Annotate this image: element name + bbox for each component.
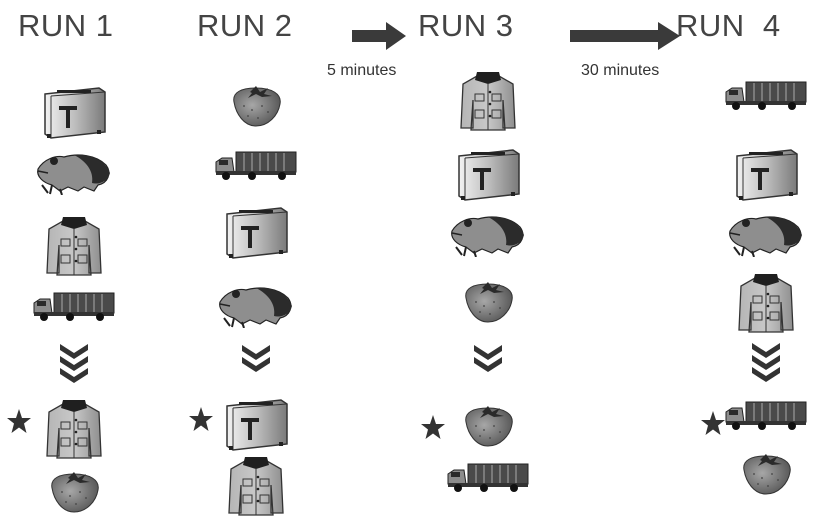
run-4-repeat-chevrons bbox=[750, 343, 782, 385]
strawberry-icon bbox=[460, 280, 516, 324]
star-icon bbox=[188, 406, 214, 432]
truck-icon bbox=[724, 400, 808, 432]
jacket-icon bbox=[45, 215, 103, 277]
run-4-item-2 bbox=[731, 146, 801, 202]
run-3-starred-item bbox=[460, 404, 516, 448]
run-1-item-1 bbox=[39, 84, 109, 140]
run-4-item-4 bbox=[737, 272, 795, 334]
truck-icon bbox=[446, 462, 530, 494]
right-arrow-icon bbox=[352, 22, 407, 50]
run-3-repeat-chevrons bbox=[472, 345, 504, 375]
toaster-icon bbox=[221, 396, 291, 452]
jacket-icon bbox=[45, 398, 103, 460]
toaster-icon bbox=[221, 204, 291, 260]
run-1-repeat-chevrons bbox=[58, 344, 90, 386]
star-icon bbox=[420, 414, 446, 440]
toaster-icon bbox=[453, 146, 523, 202]
run-2-after-item bbox=[227, 455, 285, 517]
run-4-starred-item bbox=[724, 400, 808, 432]
run-4-item-3 bbox=[726, 209, 806, 257]
strawberry-icon bbox=[460, 404, 516, 448]
strawberry-icon bbox=[46, 470, 102, 514]
run-2-item-4 bbox=[216, 280, 296, 328]
star-icon bbox=[6, 408, 32, 434]
jacket-icon bbox=[227, 455, 285, 517]
jacket-icon bbox=[459, 70, 517, 132]
frog-icon bbox=[34, 147, 114, 195]
run-3-item-4 bbox=[460, 280, 516, 324]
run-3-after-item bbox=[446, 462, 530, 494]
right-arrow-icon bbox=[570, 22, 680, 50]
down-chevron-icon bbox=[752, 343, 780, 358]
run-3-title: RUN 3 bbox=[418, 8, 514, 44]
toaster-icon bbox=[39, 84, 109, 140]
toaster-icon bbox=[731, 146, 801, 202]
truck-icon bbox=[724, 80, 808, 112]
down-chevron-icon bbox=[242, 345, 270, 360]
frog-icon bbox=[216, 280, 296, 328]
run-1-item-3 bbox=[45, 215, 103, 277]
truck-icon bbox=[32, 291, 116, 323]
star-icon bbox=[700, 410, 726, 436]
run-1-item-4 bbox=[32, 291, 116, 323]
run-2-repeat-chevrons bbox=[240, 345, 272, 375]
strawberry-icon bbox=[738, 452, 794, 496]
run-3-item-1 bbox=[459, 70, 517, 132]
truck-icon bbox=[214, 150, 298, 182]
run-4-after-item bbox=[738, 452, 794, 496]
jacket-icon bbox=[737, 272, 795, 334]
run-2-item-1 bbox=[228, 84, 284, 128]
frog-icon bbox=[448, 209, 528, 257]
run-2-title: RUN 2 bbox=[197, 8, 293, 44]
run-1-starred-item bbox=[45, 398, 103, 460]
interval-label-30-minutes: 30 minutes bbox=[581, 62, 659, 80]
run-3-item-2 bbox=[453, 146, 523, 202]
run-2-item-3 bbox=[221, 204, 291, 260]
run-2-item-2 bbox=[214, 150, 298, 182]
run-1-title: RUN 1 bbox=[18, 8, 114, 44]
down-chevron-icon bbox=[60, 344, 88, 359]
strawberry-icon bbox=[228, 84, 284, 128]
run-3-item-3 bbox=[448, 209, 528, 257]
run-2-starred-item bbox=[221, 396, 291, 452]
run-1-item-2 bbox=[34, 147, 114, 195]
run-4-item-1 bbox=[724, 80, 808, 112]
down-chevron-icon bbox=[474, 345, 502, 360]
run-4-title: RUN 4 bbox=[676, 8, 781, 44]
run-1-after-item bbox=[46, 470, 102, 514]
interval-label-5-minutes: 5 minutes bbox=[327, 62, 396, 80]
frog-icon bbox=[726, 209, 806, 257]
